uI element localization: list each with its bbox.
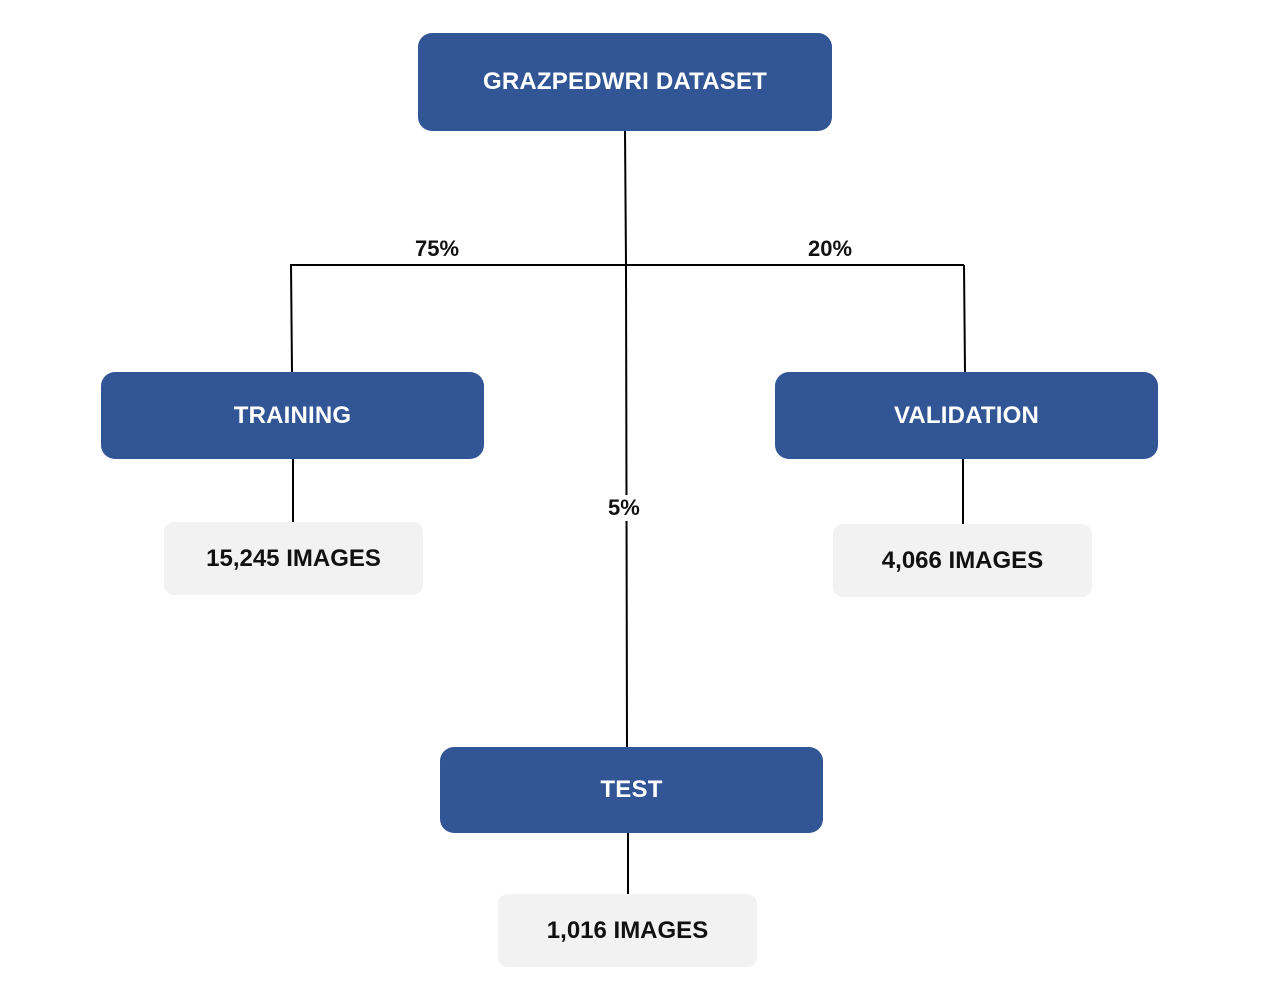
root-node: GRAZPEDWRI DATASET: [418, 33, 832, 131]
test-split-label: 5%: [606, 495, 642, 521]
training-branch-line: [290, 264, 293, 373]
test-count-box: 1,016 IMAGES: [498, 894, 757, 967]
validation-node: VALIDATION: [775, 372, 1158, 459]
root-trunk-line: [624, 130, 627, 266]
training-node-label: TRAINING: [233, 401, 352, 429]
test-count-label: 1,016 IMAGES: [546, 916, 709, 944]
root-node-label: GRAZPEDWRI DATASET: [482, 68, 768, 95]
test-node-label: TEST: [600, 776, 663, 803]
validation-node-label: VALIDATION: [893, 401, 1040, 429]
training-node: TRAINING: [101, 372, 484, 459]
validation-branch-line: [963, 264, 966, 373]
validation-count-box: 4,066 IMAGES: [833, 524, 1092, 597]
validation-split-label: 20%: [808, 236, 853, 261]
training-count-label: 15,245 IMAGES: [206, 544, 381, 572]
test-node: TEST: [440, 747, 823, 833]
validation-count-label: 4,066 IMAGES: [881, 546, 1044, 574]
training-count-box: 15,245 IMAGES: [164, 522, 423, 595]
training-split-label: 75%: [415, 236, 460, 261]
